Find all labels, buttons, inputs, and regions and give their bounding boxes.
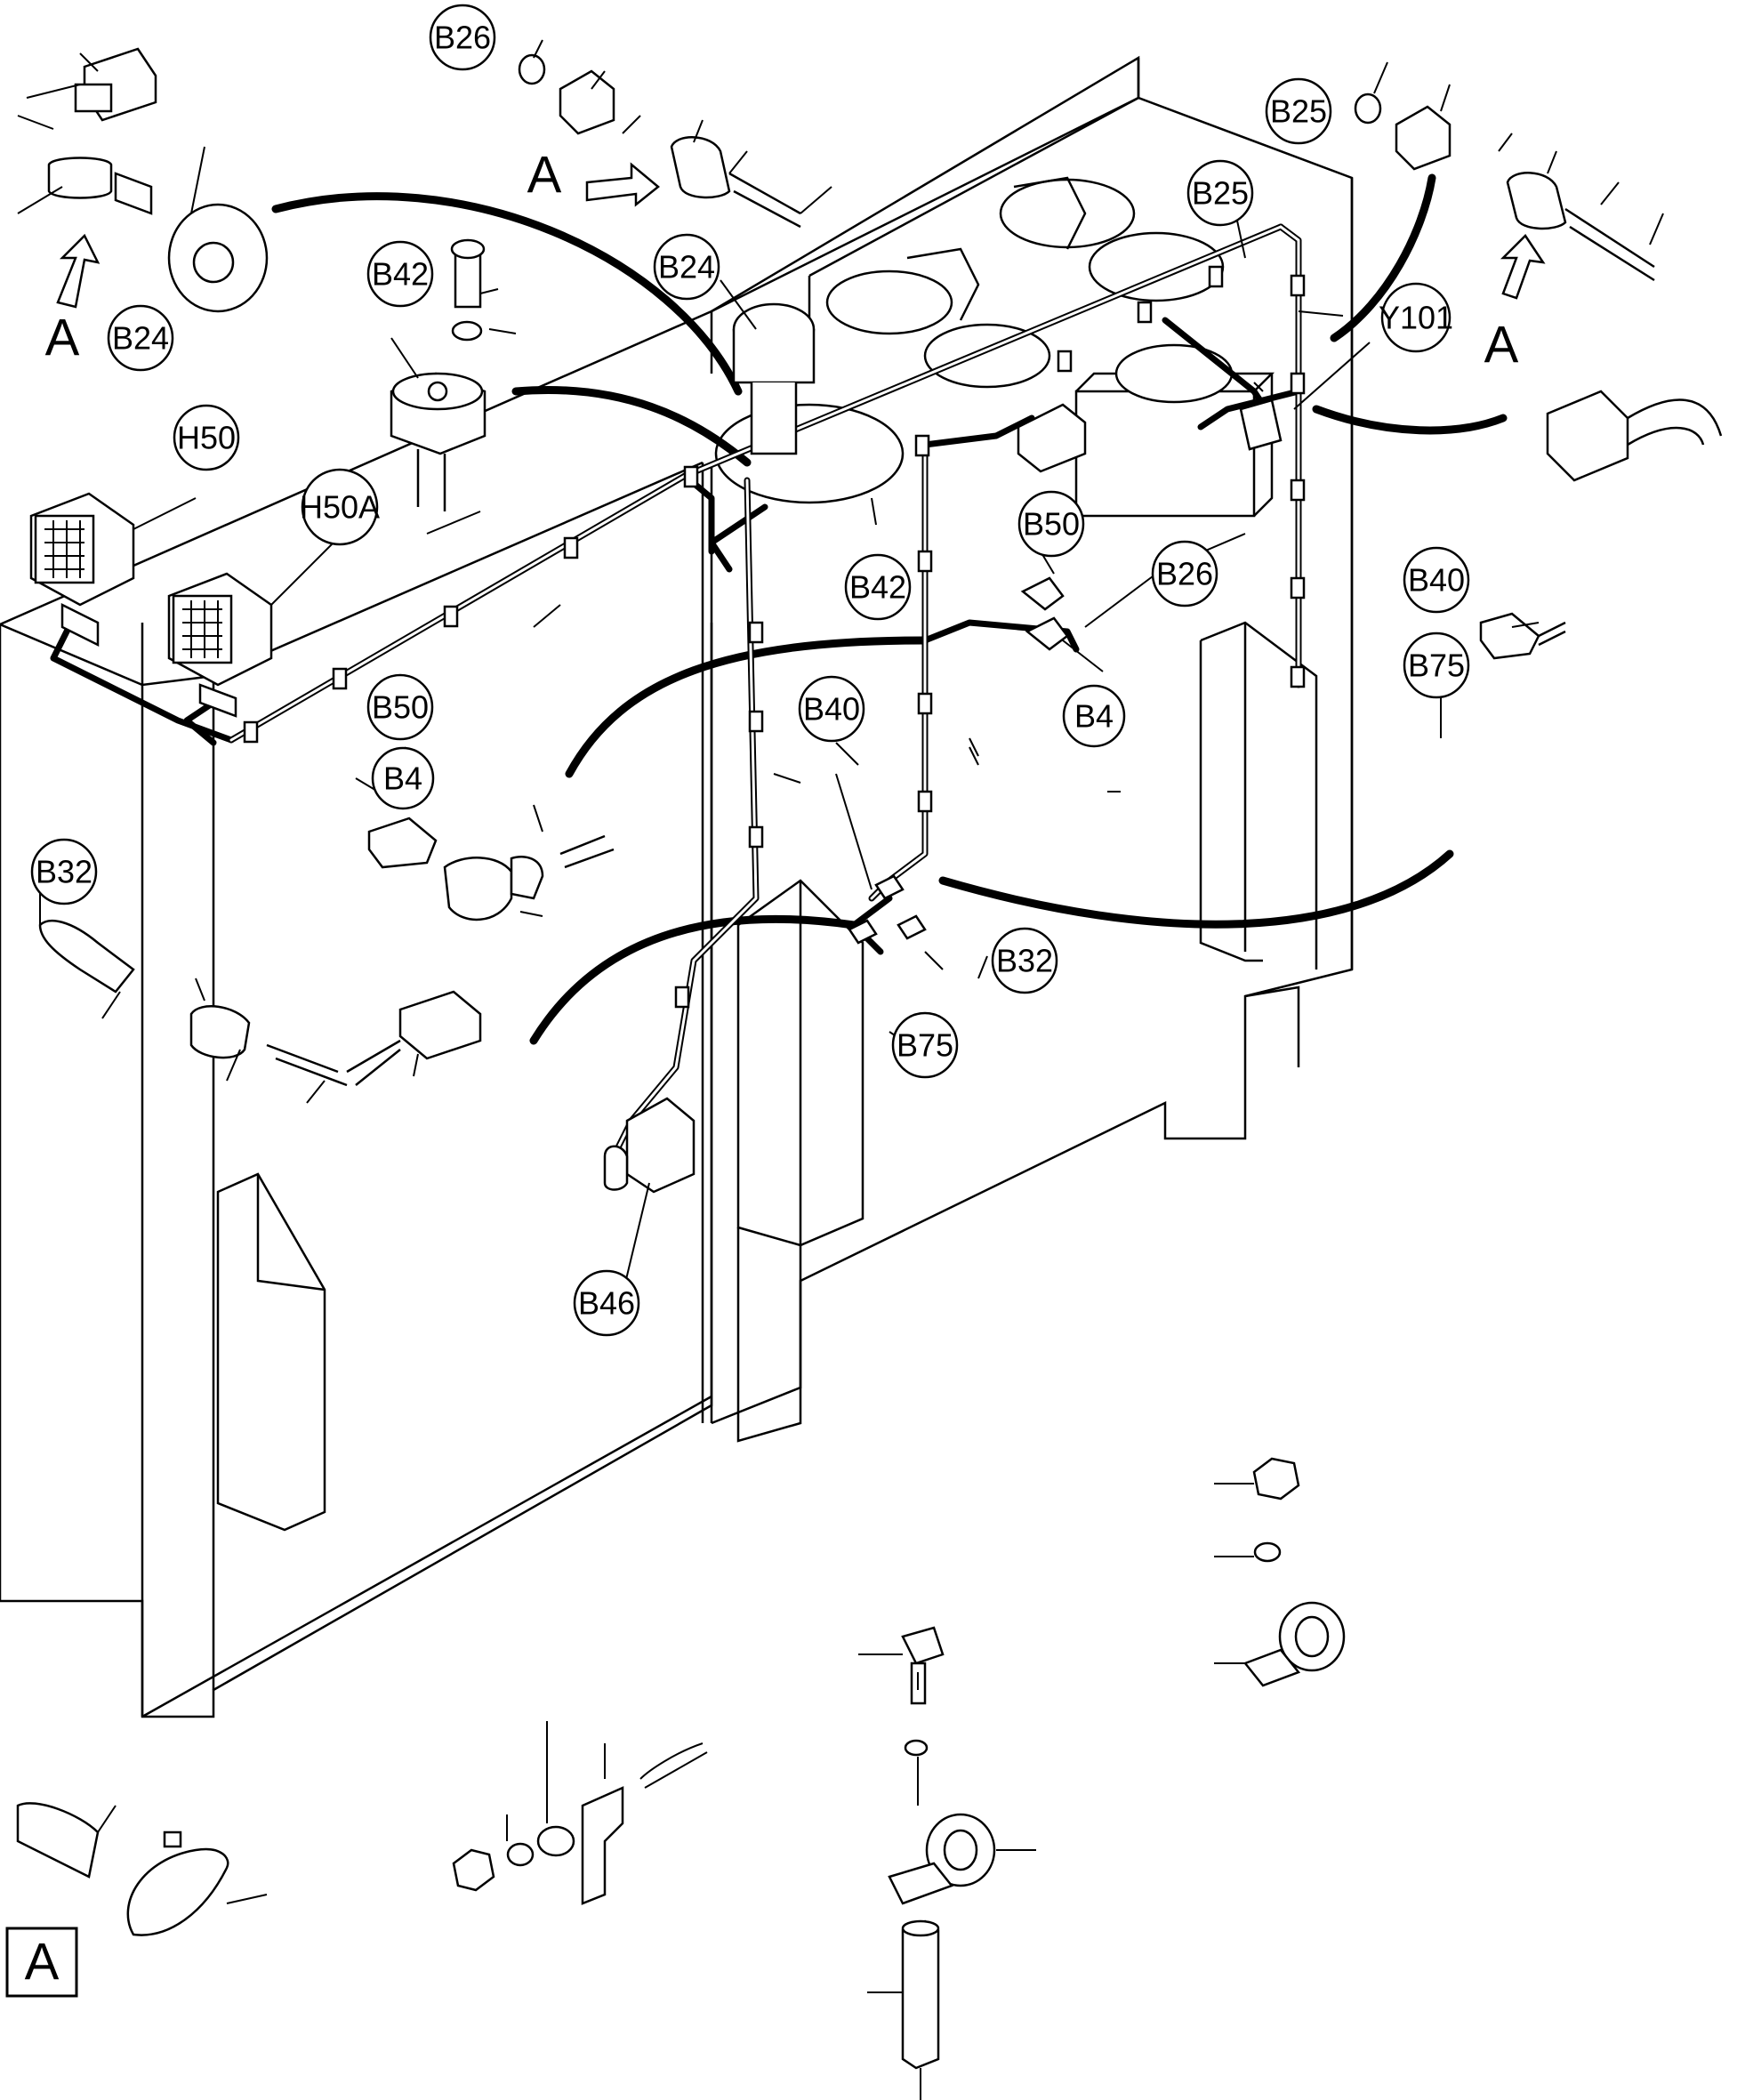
junction-b26 [1017,403,1087,473]
label-h50: H50 [177,420,236,456]
harness-clips [243,265,1306,1009]
view-marker-a-box: A [25,1934,60,1991]
label-b25-mid: B25 [1192,175,1249,212]
sender-b42 [390,238,487,511]
label-b32-left: B32 [36,854,92,890]
tank-b24 [732,302,816,455]
label-b42-mid: B42 [849,569,906,606]
label-b42-top: B42 [372,256,429,293]
view-marker-a-left: A [45,310,80,367]
label-b75-right: B75 [1408,648,1465,684]
label-b50-left: B50 [372,689,429,726]
label-b40-right: B40 [1408,562,1465,599]
view-marker-a-right: A [1484,317,1519,374]
view-arrow-left [56,233,101,309]
sensor-b24-exploded [47,47,269,313]
label-b50-right: B50 [1023,506,1080,543]
sensor-b25-exploded [1354,93,1655,282]
label-b40-mid: B40 [803,691,860,728]
work-lamp-h50a [167,572,273,718]
label-b24-left: B24 [112,320,169,357]
label-b26-top: B26 [434,20,491,56]
hardware-clamp-assembly-center [858,1626,1036,2100]
hardware-bracket-assembly [452,1721,708,1905]
view-marker-a-top: A [527,147,562,205]
label-b46: B46 [578,1285,635,1322]
sensor-b26-exploded [518,53,801,229]
hardware-clamp-assembly-right [1214,1457,1346,1687]
label-y101: Y101 [1379,300,1453,336]
view-box-a [5,1927,78,1998]
component-b46 [603,1097,696,1194]
sensor-b50-b4-right [1020,576,1069,651]
sensor-b40-b75-right [1479,612,1566,660]
work-lamp-h50 [29,492,135,648]
label-b24-mid: B24 [658,249,715,286]
label-b4-right: B4 [1074,698,1114,735]
sensor-b4-left [367,817,615,921]
label-b25-top: B25 [1270,93,1327,130]
sensor-b32-b75-mid [848,874,927,945]
sweep-lines [271,173,1508,1045]
label-balloons: B26 B25 B25 B24 B24 B42 Y101 H50 H50A B5… [30,4,1470,1337]
label-b26-mid: B26 [1156,556,1213,592]
cable-tie-and-sleeve [16,1802,268,1936]
connector-y101 [1239,390,1723,482]
label-b32-mid: B32 [996,943,1053,979]
label-b4-left: B4 [383,760,422,797]
sensor-b32-left [38,919,482,1087]
view-markers: A A A A [5,147,1519,1998]
label-h50a: H50A [300,489,380,526]
machine-housing [0,55,1354,1718]
view-arrow-right [1500,234,1546,300]
label-b75-mid: B75 [897,1027,953,1064]
view-arrow-top [585,162,660,207]
